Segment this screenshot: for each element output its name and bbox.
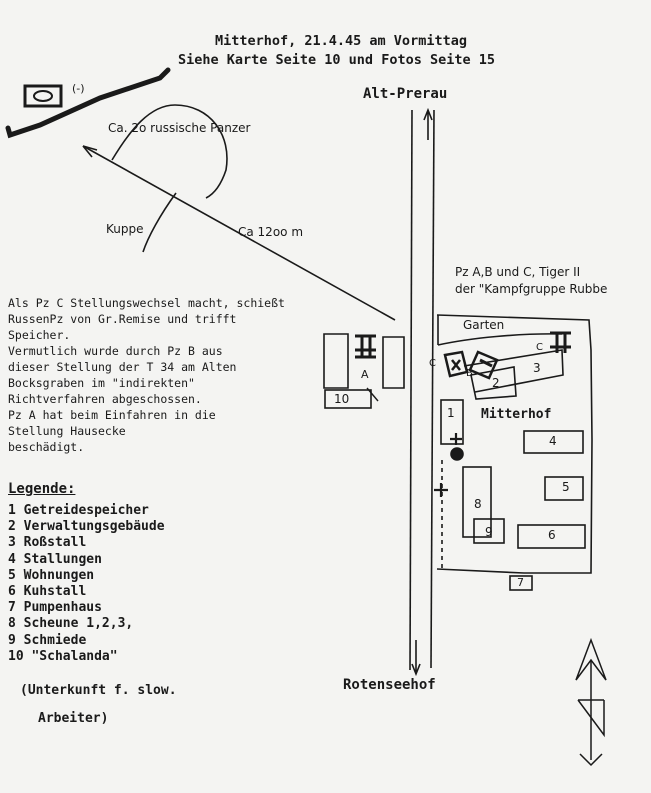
bldg-num-2: 2 bbox=[492, 376, 500, 390]
bldg-num-3: 3 bbox=[533, 361, 541, 375]
tanks-arc bbox=[111, 104, 228, 199]
legend-extra-1: (Unterkunft f. slow. bbox=[20, 683, 177, 698]
legend-extra-2: Arbeiter) bbox=[38, 711, 109, 726]
legend-list: 1 Getreidespeicher 2 Verwaltungsgebäude … bbox=[8, 503, 165, 665]
note-line: RussenPz von Gr.Remise und trifft bbox=[8, 312, 237, 326]
label-garten: Garten bbox=[463, 318, 505, 332]
legend-item: 9 Schmiede bbox=[8, 632, 87, 648]
legend-item: 6 Kuhstall bbox=[8, 584, 87, 600]
label-kuppe: Kuppe bbox=[106, 222, 144, 236]
note-line: Stellung Hausecke bbox=[8, 424, 126, 438]
bldg-num-1: 1 bbox=[447, 406, 455, 420]
label-pos-c2: C bbox=[536, 342, 543, 353]
map-title: Mitterhof, 21.4.45 am Vormittag bbox=[215, 33, 467, 49]
road-right bbox=[430, 109, 435, 669]
legend-item: 3 Roßstall bbox=[8, 535, 87, 551]
note-line: Speicher. bbox=[8, 328, 71, 342]
bldg-num-6: 6 bbox=[548, 528, 556, 542]
hit-marker bbox=[450, 447, 464, 461]
legend-item: 4 Stallungen bbox=[8, 551, 102, 567]
building-7 bbox=[509, 575, 533, 591]
label-mitterhof: Mitterhof bbox=[481, 407, 552, 422]
note-line: Als Pz C Stellungswechsel macht, schießt bbox=[8, 296, 285, 310]
bldg-num-10: 10 bbox=[334, 392, 350, 406]
label-pos-c1: C bbox=[429, 358, 436, 369]
bldg-num-8: 8 bbox=[474, 497, 482, 511]
label-enemy-marker: (-) bbox=[72, 82, 85, 95]
label-pos-a: A bbox=[361, 368, 369, 381]
enemy-tank-icon bbox=[23, 84, 63, 108]
road-left bbox=[409, 109, 413, 671]
building-9 bbox=[473, 518, 505, 544]
legend-item: 8 Scheune 1,2,3, bbox=[8, 616, 134, 632]
note-line: beschädigt. bbox=[8, 440, 85, 454]
label-alt-prerau: Alt-Prerau bbox=[363, 86, 448, 102]
map-subtitle: Siehe Karte Seite 10 und Fotos Seite 15 bbox=[178, 52, 495, 68]
note-line: dieser Stellung der T 34 am Alten bbox=[8, 360, 237, 374]
notes-block: Als Pz C Stellungswechsel macht, schießt… bbox=[8, 295, 285, 455]
building-8 bbox=[462, 466, 492, 538]
tank-a-icon bbox=[355, 334, 376, 359]
label-kampfgruppe-1: Pz A,B und C, Tiger II bbox=[455, 265, 581, 279]
label-distance: Ca 12oo m bbox=[238, 225, 304, 239]
legend-item: 1 Getreidespeicher bbox=[8, 503, 149, 518]
building-10 bbox=[324, 389, 372, 409]
bldg-num-5: 5 bbox=[562, 480, 570, 494]
legend-item: 5 Wohnungen bbox=[8, 567, 95, 583]
building-5 bbox=[544, 476, 584, 501]
label-rotenseehof: Rotenseehof bbox=[343, 677, 436, 693]
bldg-num-4: 4 bbox=[549, 434, 557, 448]
north-arrow-icon bbox=[575, 637, 607, 767]
legend-item: 7 Pumpenhaus bbox=[8, 600, 102, 616]
garden-line bbox=[437, 333, 563, 346]
tank-b-icon bbox=[468, 350, 499, 380]
bldg-num-9: 9 bbox=[485, 525, 493, 539]
note-line: Vermutlich wurde durch Pz B aus bbox=[8, 344, 223, 358]
enemy-ridge-line bbox=[5, 67, 171, 139]
building-1 bbox=[440, 399, 464, 445]
building-6 bbox=[517, 524, 586, 549]
tank-c2-icon bbox=[443, 350, 469, 378]
legend-item: 10 "Schalanda" bbox=[8, 648, 118, 664]
note-line: Bocksgraben im "indirekten" bbox=[8, 376, 195, 390]
tank-c1-icon bbox=[550, 331, 571, 353]
farm-boundary bbox=[436, 314, 593, 574]
label-kampfgruppe-2: der "Kampfgruppe Rubbe bbox=[455, 282, 608, 296]
building-4 bbox=[523, 430, 584, 454]
building-2 bbox=[470, 366, 517, 400]
legend-item: 2 Verwaltungsgebäude bbox=[8, 519, 165, 535]
building-3 bbox=[463, 349, 564, 393]
label-russian-tanks: Ca. 2o russische Panzer bbox=[108, 121, 251, 135]
attack-arrow bbox=[82, 145, 396, 321]
bldg-num-7: 7 bbox=[517, 576, 524, 589]
label-pos-b: B bbox=[466, 368, 473, 379]
legend-title: Legende: bbox=[8, 481, 76, 497]
note-line: Pz A hat beim Einfahren in die bbox=[8, 408, 216, 422]
note-line: Richtverfahren abgeschossen. bbox=[8, 392, 202, 406]
